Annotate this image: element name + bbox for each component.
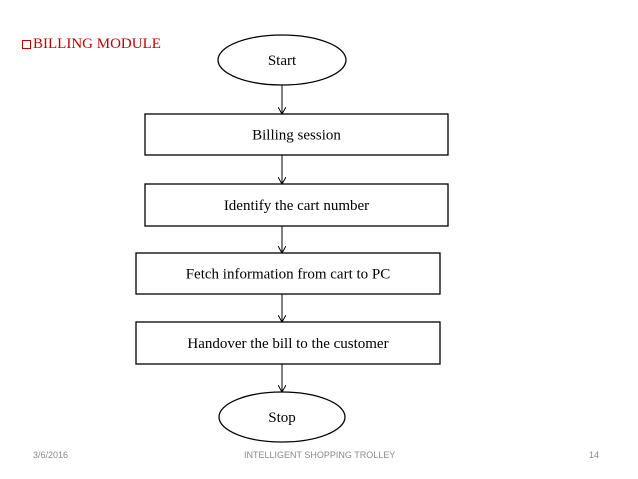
process-box-handover-bill: [135, 321, 441, 365]
process-label-fetch-info: Fetch information from cart to PC: [186, 267, 391, 283]
process-box-identify-cart: [144, 183, 449, 227]
stop-terminal: [218, 391, 346, 443]
process-label-handover-bill: Handover the bill to the customer: [187, 336, 388, 352]
process-box-fetch-info: [135, 252, 441, 295]
stop-label: Stop: [268, 410, 296, 426]
process-label-identify-cart: Identify the cart number: [224, 198, 369, 214]
footer-title: INTELLIGENT SHOPPING TROLLEY: [244, 450, 396, 460]
process-box-billing-session: [144, 113, 449, 156]
page-number: 14: [589, 450, 600, 460]
process-label-billing-session: Billing session: [252, 128, 341, 144]
heading-text: BILLING MODULE: [33, 36, 161, 52]
checkbox-bullet-icon: [22, 40, 31, 49]
start-label: Start: [268, 53, 297, 69]
slide-heading: BILLING MODULE: [22, 36, 161, 53]
footer-date: 3/6/2016: [33, 450, 69, 460]
